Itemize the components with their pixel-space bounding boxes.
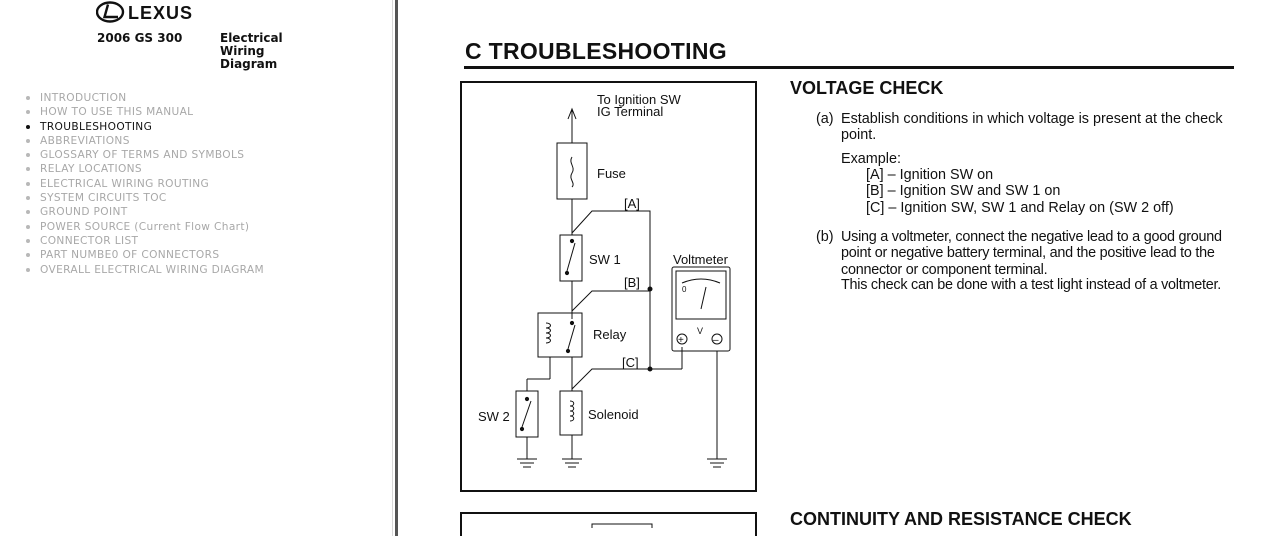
- label-fuse: Fuse: [597, 166, 626, 181]
- label-solenoid: Solenoid: [588, 407, 639, 422]
- toc-item-overall-wiring[interactable]: OVERALL ELECTRICAL WIRING DIAGRAM: [24, 263, 264, 277]
- label-sw2: SW 2: [478, 409, 510, 424]
- label-relay: Relay: [593, 327, 627, 342]
- toc-item-ground-point[interactable]: GROUND POINT: [24, 205, 264, 219]
- label-sw1: SW 1: [589, 252, 621, 267]
- label-voltmeter: Voltmeter: [673, 252, 729, 267]
- step-a-label: (a): [816, 111, 834, 127]
- voltage-check-diagram: To Ignition SW IG Terminal Fuse [A] SW 1…: [460, 81, 757, 492]
- toc-item-troubleshooting[interactable]: TROUBLESHOOTING: [24, 120, 264, 134]
- circuit-diagram-svg: To Ignition SW IG Terminal Fuse [A] SW 1…: [478, 92, 731, 468]
- toc-item-abbreviations[interactable]: ABBREVIATIONS: [24, 134, 264, 148]
- meter-unit: V: [697, 326, 703, 336]
- step-b-note: This check can be done with a test light…: [841, 277, 1221, 293]
- section-title: C TROUBLESHOOTING: [465, 38, 727, 64]
- toc-item-system-circuits[interactable]: SYSTEM CIRCUITS TOC: [24, 191, 264, 205]
- example-item-a: [A] – Ignition SW on: [866, 167, 994, 183]
- toc-item-introduction[interactable]: INTRODUCTION: [24, 91, 264, 105]
- continuity-check-heading: CONTINUITY AND RESISTANCE CHECK: [790, 509, 1132, 529]
- lexus-logo: LEXUS: [96, 1, 193, 23]
- label-ig-terminal: IG Terminal: [597, 104, 663, 119]
- frame-divider[interactable]: [392, 0, 398, 536]
- toc-frame: LEXUS 2006 GS 300 Electrical Wiring Diag…: [0, 0, 392, 536]
- toc-item-wiring-routing[interactable]: ELECTRICAL WIRING ROUTING: [24, 177, 264, 191]
- toc-item-part-numbers[interactable]: PART NUMBE0 OF CONNECTORS: [24, 248, 264, 262]
- logo-wordmark: LEXUS: [128, 3, 193, 23]
- content-frame: C TROUBLESHOOTING: [398, 0, 1280, 536]
- toc-item-connector-list[interactable]: CONNECTOR LIST: [24, 234, 264, 248]
- toc-item-glossary[interactable]: GLOSSARY OF TERMS AND SYMBOLS: [24, 148, 264, 162]
- step-b-label: (b): [816, 229, 834, 245]
- voltage-check-heading: VOLTAGE CHECK: [790, 78, 944, 98]
- toc-item-relay-locations[interactable]: RELAY LOCATIONS: [24, 162, 264, 176]
- meter-zero: 0: [682, 285, 687, 294]
- label-to-ignition: To Ignition SW: [597, 92, 682, 107]
- document-type: Electrical Wiring Diagram: [220, 31, 283, 71]
- example-item-c: [C] – Ignition SW, SW 1 and Relay on (SW…: [866, 200, 1174, 216]
- toc-item-power-source[interactable]: POWER SOURCE (Current Flow Chart): [24, 220, 264, 234]
- example-item-b: [B] – Ignition SW and SW 1 on: [866, 183, 1061, 199]
- title-rule: [464, 66, 1234, 69]
- step-b-text: Using a voltmeter, connect the negative …: [841, 229, 1222, 278]
- continuity-diagram-svg: [591, 523, 653, 528]
- meter-minus: –: [713, 335, 719, 346]
- label-point-b: [B]: [624, 275, 640, 290]
- label-point-c: [C]: [622, 355, 639, 370]
- continuity-check-diagram: [460, 512, 757, 536]
- label-point-a: [A]: [624, 196, 640, 211]
- example-label: Example:: [841, 151, 901, 167]
- meter-plus: +: [678, 335, 684, 346]
- vehicle-model: 2006 GS 300: [97, 31, 183, 45]
- toc-item-how-to-use[interactable]: HOW TO USE THIS MANUAL: [24, 105, 264, 119]
- toc-list: INTRODUCTION HOW TO USE THIS MANUAL TROU…: [24, 91, 264, 277]
- step-a-text: Establish conditions in which voltage is…: [841, 111, 1223, 144]
